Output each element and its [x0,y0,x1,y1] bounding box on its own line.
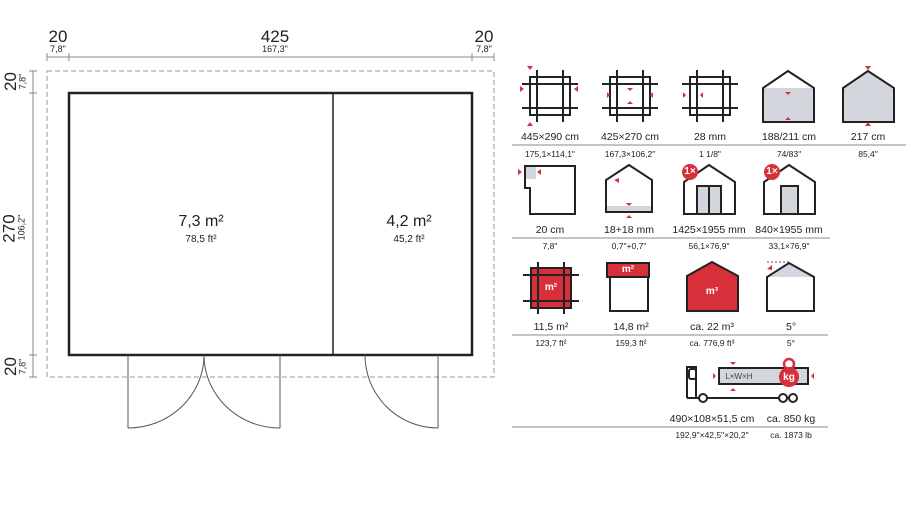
spec-inch: 7,8" [542,241,558,251]
spec-value: 425×270 cm [600,131,660,143]
spec-value: 840×1955 mm [755,224,823,236]
building-outline [67,91,474,357]
weight-label: kg [783,372,795,383]
spec-value: 18+18 mm [604,224,654,236]
floor-area-label: m² [544,282,558,293]
spec-inch: 123,7 ft² [535,338,567,348]
spec-inch: 56,1×76,9" [688,241,730,251]
floor-area-icon [523,262,579,314]
spec-icons [518,66,895,403]
ridge-height-icon [842,66,895,126]
volume-label: m³ [705,286,719,297]
dim-left-in: 7,8" [50,44,66,54]
spec-value: 490×108×51,5 cm [669,413,755,425]
outer-dimensions-icon [520,66,578,126]
spec-value: 11,5 m² [533,321,569,333]
dim-depth-cm: 270 [0,214,19,243]
single-door-swing [364,354,439,429]
room-2-area-ft: 45,2 ft² [393,234,425,245]
package-dims-label: L×W×H [725,372,753,381]
spec-value: ca. 850 kg [766,413,816,425]
spec-inch: 85,4" [858,149,878,159]
dim-top-in: 7,8" [17,73,28,90]
room-1-area: 7,3 m² [178,213,224,230]
dim-width-cm: 425 [260,27,290,46]
dim-left-cm: 20 [48,27,68,46]
spec-value: 14,8 m² [613,321,649,333]
double-door-icon [682,163,736,215]
dim-right-cm: 20 [474,27,494,46]
roof-overhang-icon [518,165,576,215]
truck-icon [686,357,814,403]
dim-width-in: 167,3" [262,44,288,54]
spec-dividers [512,144,906,428]
spec-inch: ca. 1873 lb [770,430,812,440]
spec-value: 28 mm [693,131,727,143]
spec-inch: 0,7"+0,7" [611,241,647,251]
spec-inch: 192,9"×42,5"×20,2" [675,430,749,440]
spec-inch: 1 1/8" [699,149,721,159]
room-1-area-ft: 78,5 ft² [185,234,217,245]
spec-inch: 175,1×114,1" [525,149,575,159]
dim-right-in: 7,8" [476,44,492,54]
double-door-count-badge: 1× [684,166,696,177]
spec-value: 1425×1955 mm [672,224,746,236]
spec-value: 20 cm [535,224,565,236]
spec-inch: 5° [786,338,796,348]
spec-value: ca. 22 m³ [690,321,734,333]
wall-height-icon [762,69,815,123]
spec-inch: ca. 776,9 ft³ [689,338,735,348]
roof-area-icon [606,262,650,312]
spec-value: 5° [785,321,797,333]
spec-value: 445×290 cm [520,131,580,143]
dim-depth-in: 106,2" [16,214,27,241]
spec-inch: 167,3×106,2" [604,149,656,159]
roof-area-label: m² [621,264,635,275]
spec-inch: 159,3 ft² [615,338,647,348]
spec-value: 188/211 cm [761,131,817,143]
inner-dimensions-icon [602,70,658,122]
wall-thickness-icon [682,70,738,122]
volume-icon [686,260,739,312]
floor-plan [29,53,495,429]
spec-value: 217 cm [850,131,886,143]
single-door-count-badge: 1× [766,166,778,177]
room-2-area: 4,2 m² [386,213,432,230]
spec-inch: 74/83" [776,149,802,159]
single-door-icon [763,163,816,215]
double-door-swing [127,354,281,429]
dim-bottom-in: 7,8" [17,358,28,375]
roof-floor-thickness-icon [605,163,653,218]
spec-inch: 33,1×76,9" [768,241,810,251]
roof-pitch-icon [766,261,815,312]
